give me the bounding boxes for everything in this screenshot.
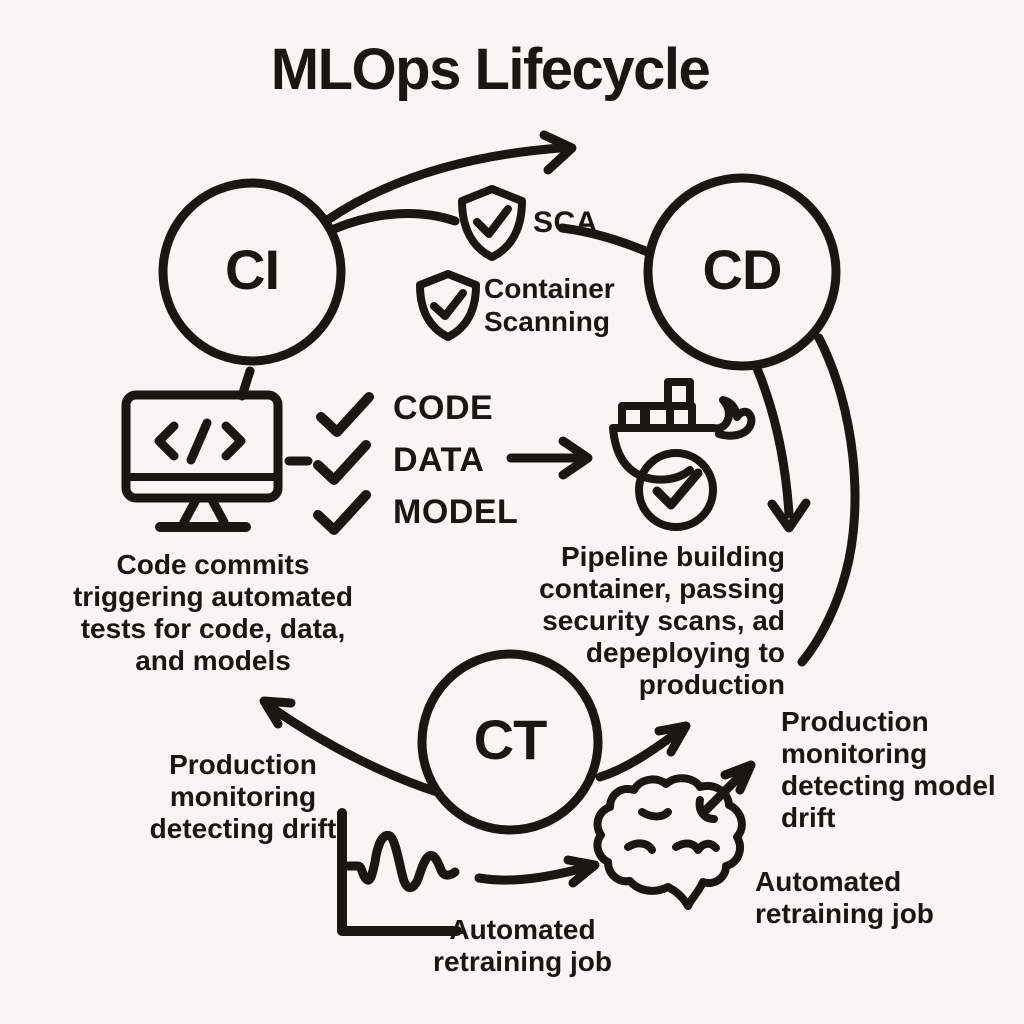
arrow-head	[259, 696, 296, 729]
code-glyph	[154, 418, 246, 465]
ct-right-annotation: Production monitoring detecting model dr…	[781, 706, 996, 833]
code-monitor-icon	[121, 390, 283, 532]
arrow-head	[563, 855, 600, 888]
arrow-head	[539, 130, 577, 175]
monitor-legs	[179, 495, 229, 527]
docker-whale-icon	[609, 378, 756, 531]
page-title: MLOps Lifecycle	[270, 37, 711, 102]
shield-check-icon-container	[416, 270, 480, 341]
shield-outline	[416, 270, 480, 341]
edge-shield-to-cd	[557, 223, 655, 258]
retrain-right-annotation: Automated retraining job	[755, 866, 934, 929]
ct-node-label: CT	[473, 707, 548, 771]
checkmark-icon	[313, 440, 371, 485]
arrow-ct-to-ci-note	[259, 696, 442, 797]
arrow-ci-to-cd	[324, 130, 577, 224]
arrow-ct-to-production	[595, 721, 691, 782]
shield-outline	[458, 185, 526, 261]
docker-containers	[618, 378, 696, 432]
cd-annotation: Pipeline building container, passing sec…	[539, 541, 785, 700]
check-circle-mark	[652, 468, 703, 510]
checklist-item-model: MODEL	[393, 493, 519, 531]
ci-node-label: CI	[225, 237, 280, 301]
checklist-item-data: DATA	[393, 441, 485, 479]
arrow-cd-to-docker	[751, 361, 811, 533]
checklist-checkmarks	[313, 392, 374, 535]
arrow-shaft	[474, 862, 593, 885]
shield-check	[430, 289, 467, 320]
ci-annotation: Code commits triggering automated tests …	[72, 549, 353, 676]
brain-outline	[593, 774, 746, 910]
ct-left-annotation: Production monitoring detecting drift	[149, 749, 337, 844]
arrow-checklist-to-docker	[506, 436, 593, 480]
cd-node-label: CD	[702, 237, 783, 301]
arrow-head	[720, 760, 756, 795]
arrow-chart-to-brain	[474, 855, 600, 888]
checklist-item-code: CODE	[393, 389, 494, 427]
checkmark-icon	[313, 490, 371, 535]
arrow-head	[767, 498, 811, 533]
container-scanning-label: Container Scanning	[484, 273, 615, 337]
arrow-shaft	[267, 703, 442, 797]
drift-chart-icon	[337, 808, 462, 936]
edge-cd-sweep	[797, 333, 860, 667]
cd-circle	[643, 173, 841, 371]
check-circle-icon	[635, 449, 717, 531]
ci-circle	[158, 178, 346, 366]
edge-ci-to-shield	[329, 209, 460, 234]
arrow-shaft	[595, 727, 683, 782]
chart-wave	[343, 830, 460, 892]
arrow-head	[654, 721, 691, 757]
shield-check	[473, 205, 512, 238]
arrow-shaft	[324, 143, 565, 224]
chart-axes	[337, 808, 462, 936]
docker-tail	[709, 396, 756, 440]
checkmark-icon	[316, 392, 374, 437]
shield-check-icon-sca	[458, 185, 526, 261]
monitor-screen	[121, 390, 283, 503]
retrain-bottom-annotation: Automated retraining job	[433, 914, 612, 977]
arrow-head	[558, 436, 593, 480]
arrow-shaft	[698, 766, 750, 818]
sca-label: SCA	[533, 206, 598, 239]
ct-circle	[417, 649, 603, 835]
arrow-brain-to-monitoring	[698, 760, 756, 818]
arrow-shaft	[751, 361, 794, 519]
